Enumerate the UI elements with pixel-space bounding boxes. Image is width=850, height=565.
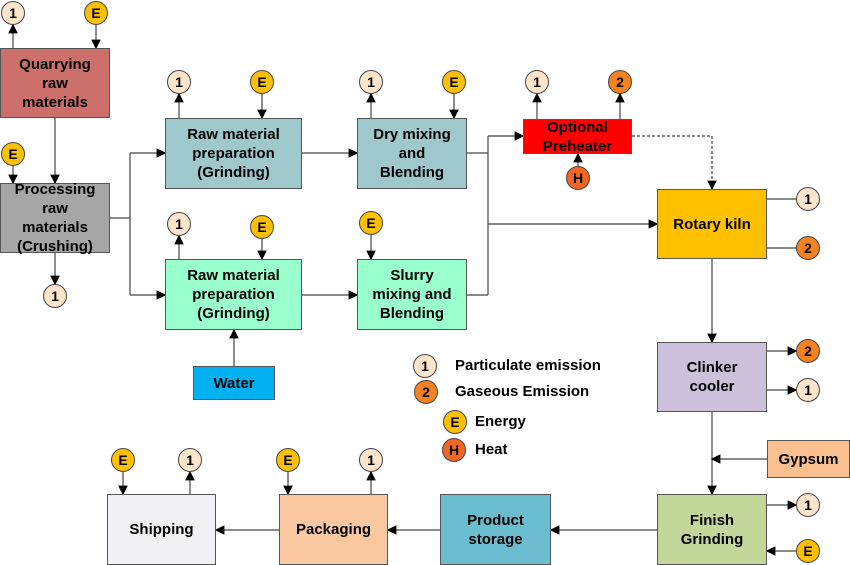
energy-marker-icon: E [1,142,25,166]
packaging-box: Packaging [279,494,388,565]
flow-arrow [632,135,717,191]
finish-grinding-box: Finish Grinding [657,494,767,565]
particulate-marker-icon: 1 [796,378,820,402]
gaseous-marker-icon: 2 [608,70,632,94]
product-storage-box: Product storage [440,494,551,565]
energy-marker-icon: E [250,215,274,239]
gaseous-marker-icon: 2 [796,236,820,260]
dry-mixing-box: Dry mixing and Blending [357,118,467,189]
energy-legend-icon: E [443,410,467,434]
raw-prep-dry-box: Raw material preparation (Grinding) [165,118,302,189]
processing-box: Processing raw materials (Crushing) [0,181,110,255]
clinker-cooler-box: Clinker cooler [657,342,767,412]
particulate-marker-icon: 1 [796,493,820,517]
particulate-marker-icon: 1 [359,448,383,472]
energy-marker-icon: E [84,1,108,25]
particulate-marker-icon: 1 [525,70,549,94]
quarrying-box: Quarrying raw materials [0,48,110,118]
gypsum-box: Gypsum [767,440,850,478]
particulate-marker-icon: 1 [167,70,191,94]
gaseous-legend-icon: 2 [414,380,438,404]
legend-label: Heat [475,441,508,458]
energy-marker-icon: E [250,70,274,94]
water-box: Water [193,366,275,400]
slurry-mixing-box: Slurry mixing and Blending [357,259,467,330]
raw-prep-wet-box: Raw material preparation (Grinding) [165,259,302,330]
particulate-marker-icon: 1 [1,1,25,25]
shipping-box: Shipping [107,494,216,565]
gaseous-marker-icon: 2 [796,339,820,363]
legend-label: Particulate emission [455,357,601,374]
energy-marker-icon: E [359,211,383,235]
heat-legend-icon: H [442,438,466,462]
energy-marker-icon: E [111,448,135,472]
rotary-kiln-box: Rotary kiln [657,189,767,259]
particulate-marker-icon: 1 [178,448,202,472]
legend-label: Gaseous Emission [455,383,590,400]
preheater-box: Optional Preheater [523,119,632,155]
energy-marker-icon: E [796,539,820,563]
particulate-marker-icon: 1 [796,187,820,211]
energy-marker-icon: E [276,448,300,472]
particulate-marker-icon: 1 [359,70,383,94]
energy-marker-icon: E [442,70,466,94]
legend-label: Energy [475,413,526,430]
particulate-marker-icon: 1 [43,284,67,308]
heat-marker-icon: H [566,166,590,190]
particulate-marker-icon: 1 [167,212,191,236]
particulate-legend-icon: 1 [413,354,437,378]
